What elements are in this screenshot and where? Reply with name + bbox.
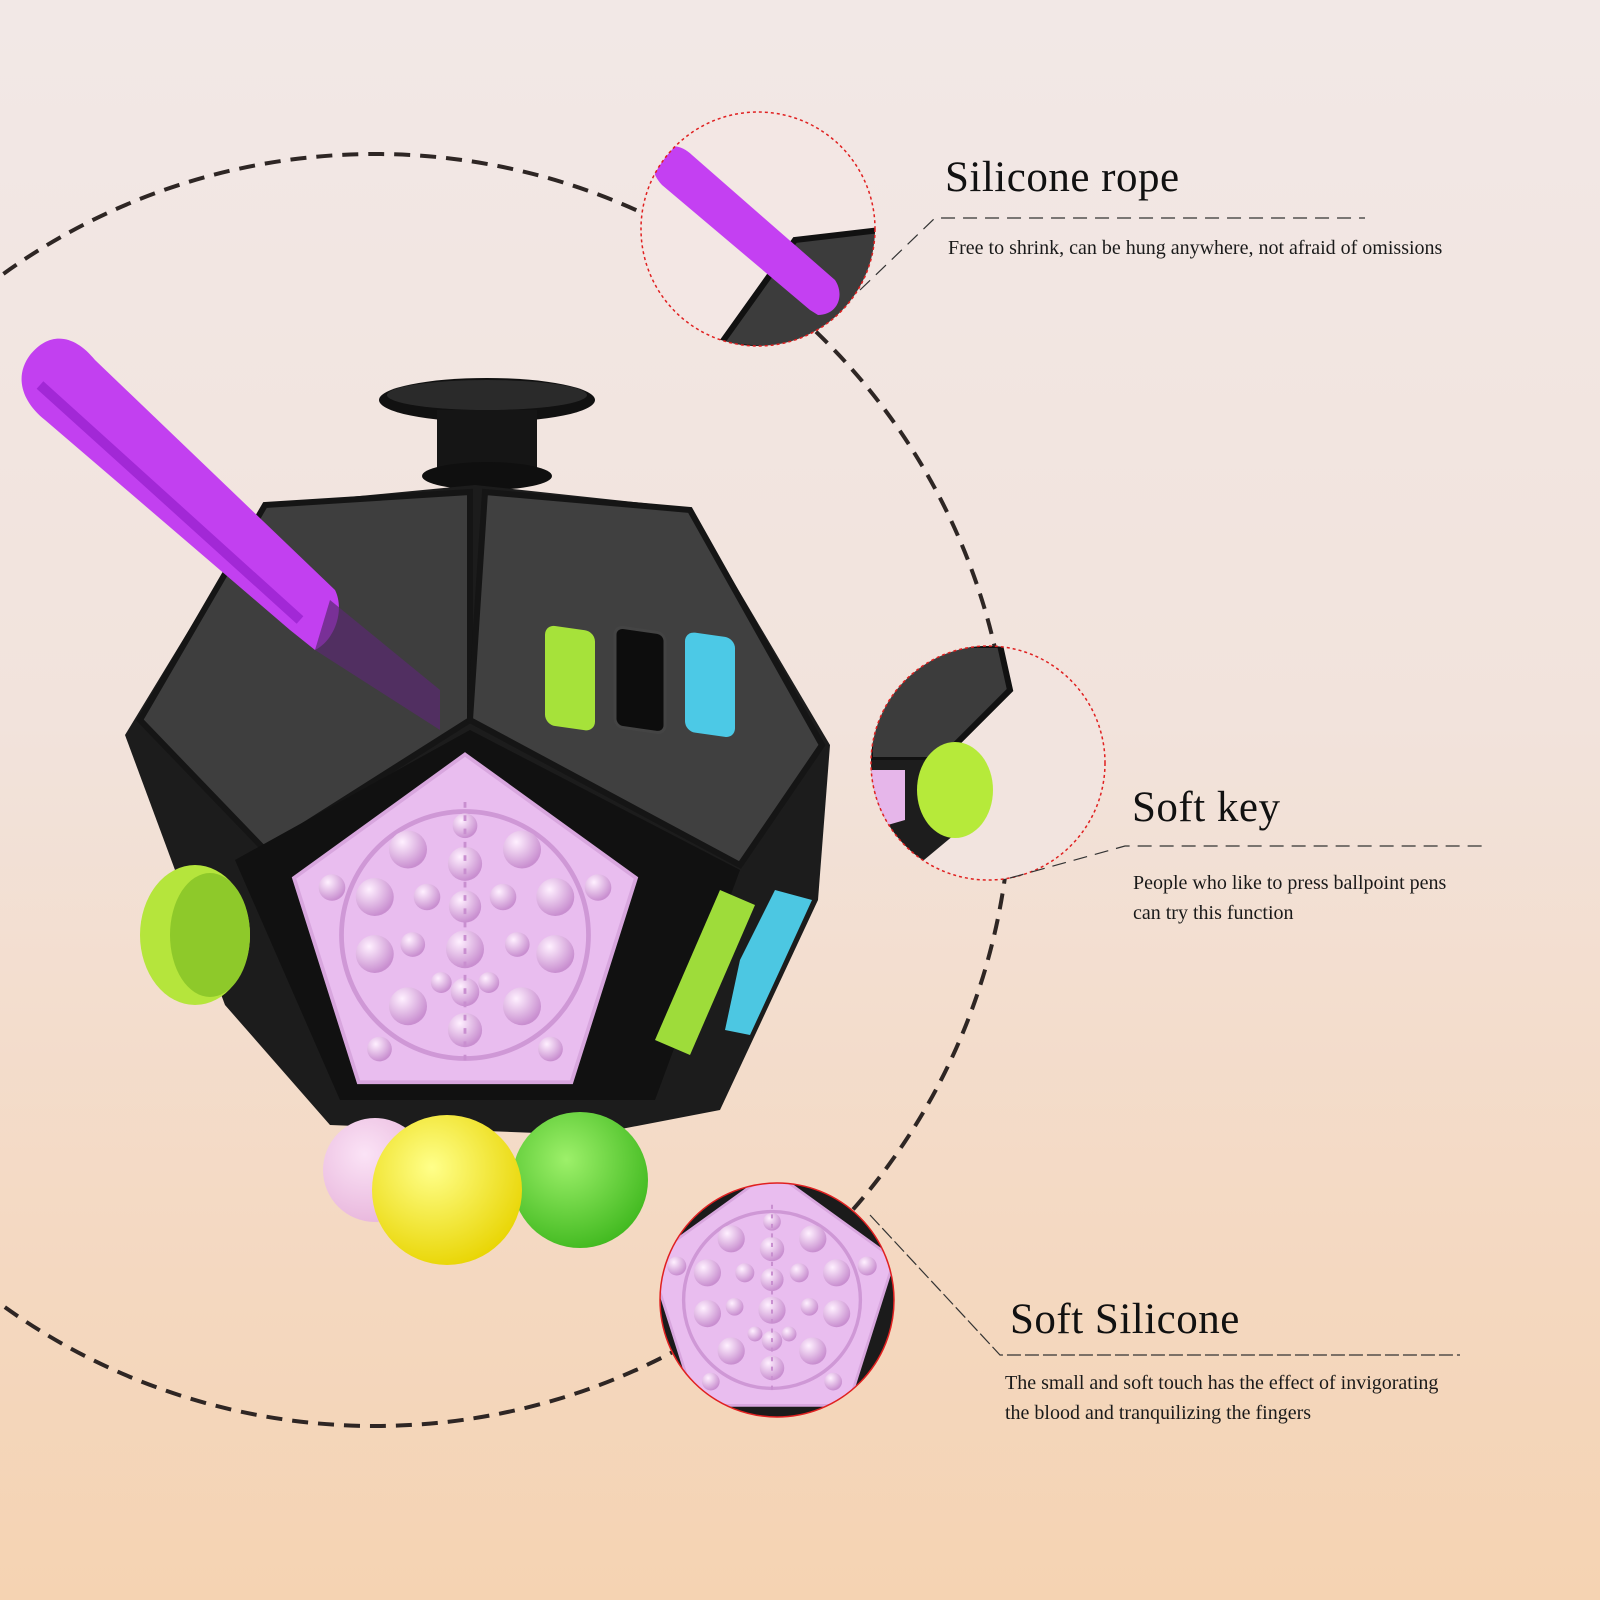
feature-title-key: Soft key (1132, 784, 1281, 831)
feature-title-silicone: Soft Silicone (1010, 1296, 1240, 1343)
feature-desc-silicone-1: The small and soft touch has the effect … (1005, 1372, 1439, 1394)
callout-circle-rope (640, 111, 876, 347)
feature-title-rope: Silicone rope (945, 154, 1180, 201)
fidget-cube (21, 338, 830, 1265)
feature-desc-key-2: can try this function (1133, 902, 1294, 924)
feature-desc-rope: Free to shrink, can be hung anywhere, no… (948, 237, 1443, 259)
feature-desc-silicone-2: the blood and tranquilizing the fingers (1005, 1402, 1312, 1424)
callout-rope-image (641, 112, 875, 346)
feature-desc-key-1: People who like to press ballpoint pens (1133, 872, 1447, 894)
callout-key-image (871, 646, 1105, 880)
callout-circle-key (870, 645, 1106, 881)
callout-circle-silicone (659, 1182, 895, 1418)
roller-wheels (545, 625, 735, 737)
callout-silicone-image (660, 1183, 894, 1417)
leader-lines (859, 217, 1485, 1356)
